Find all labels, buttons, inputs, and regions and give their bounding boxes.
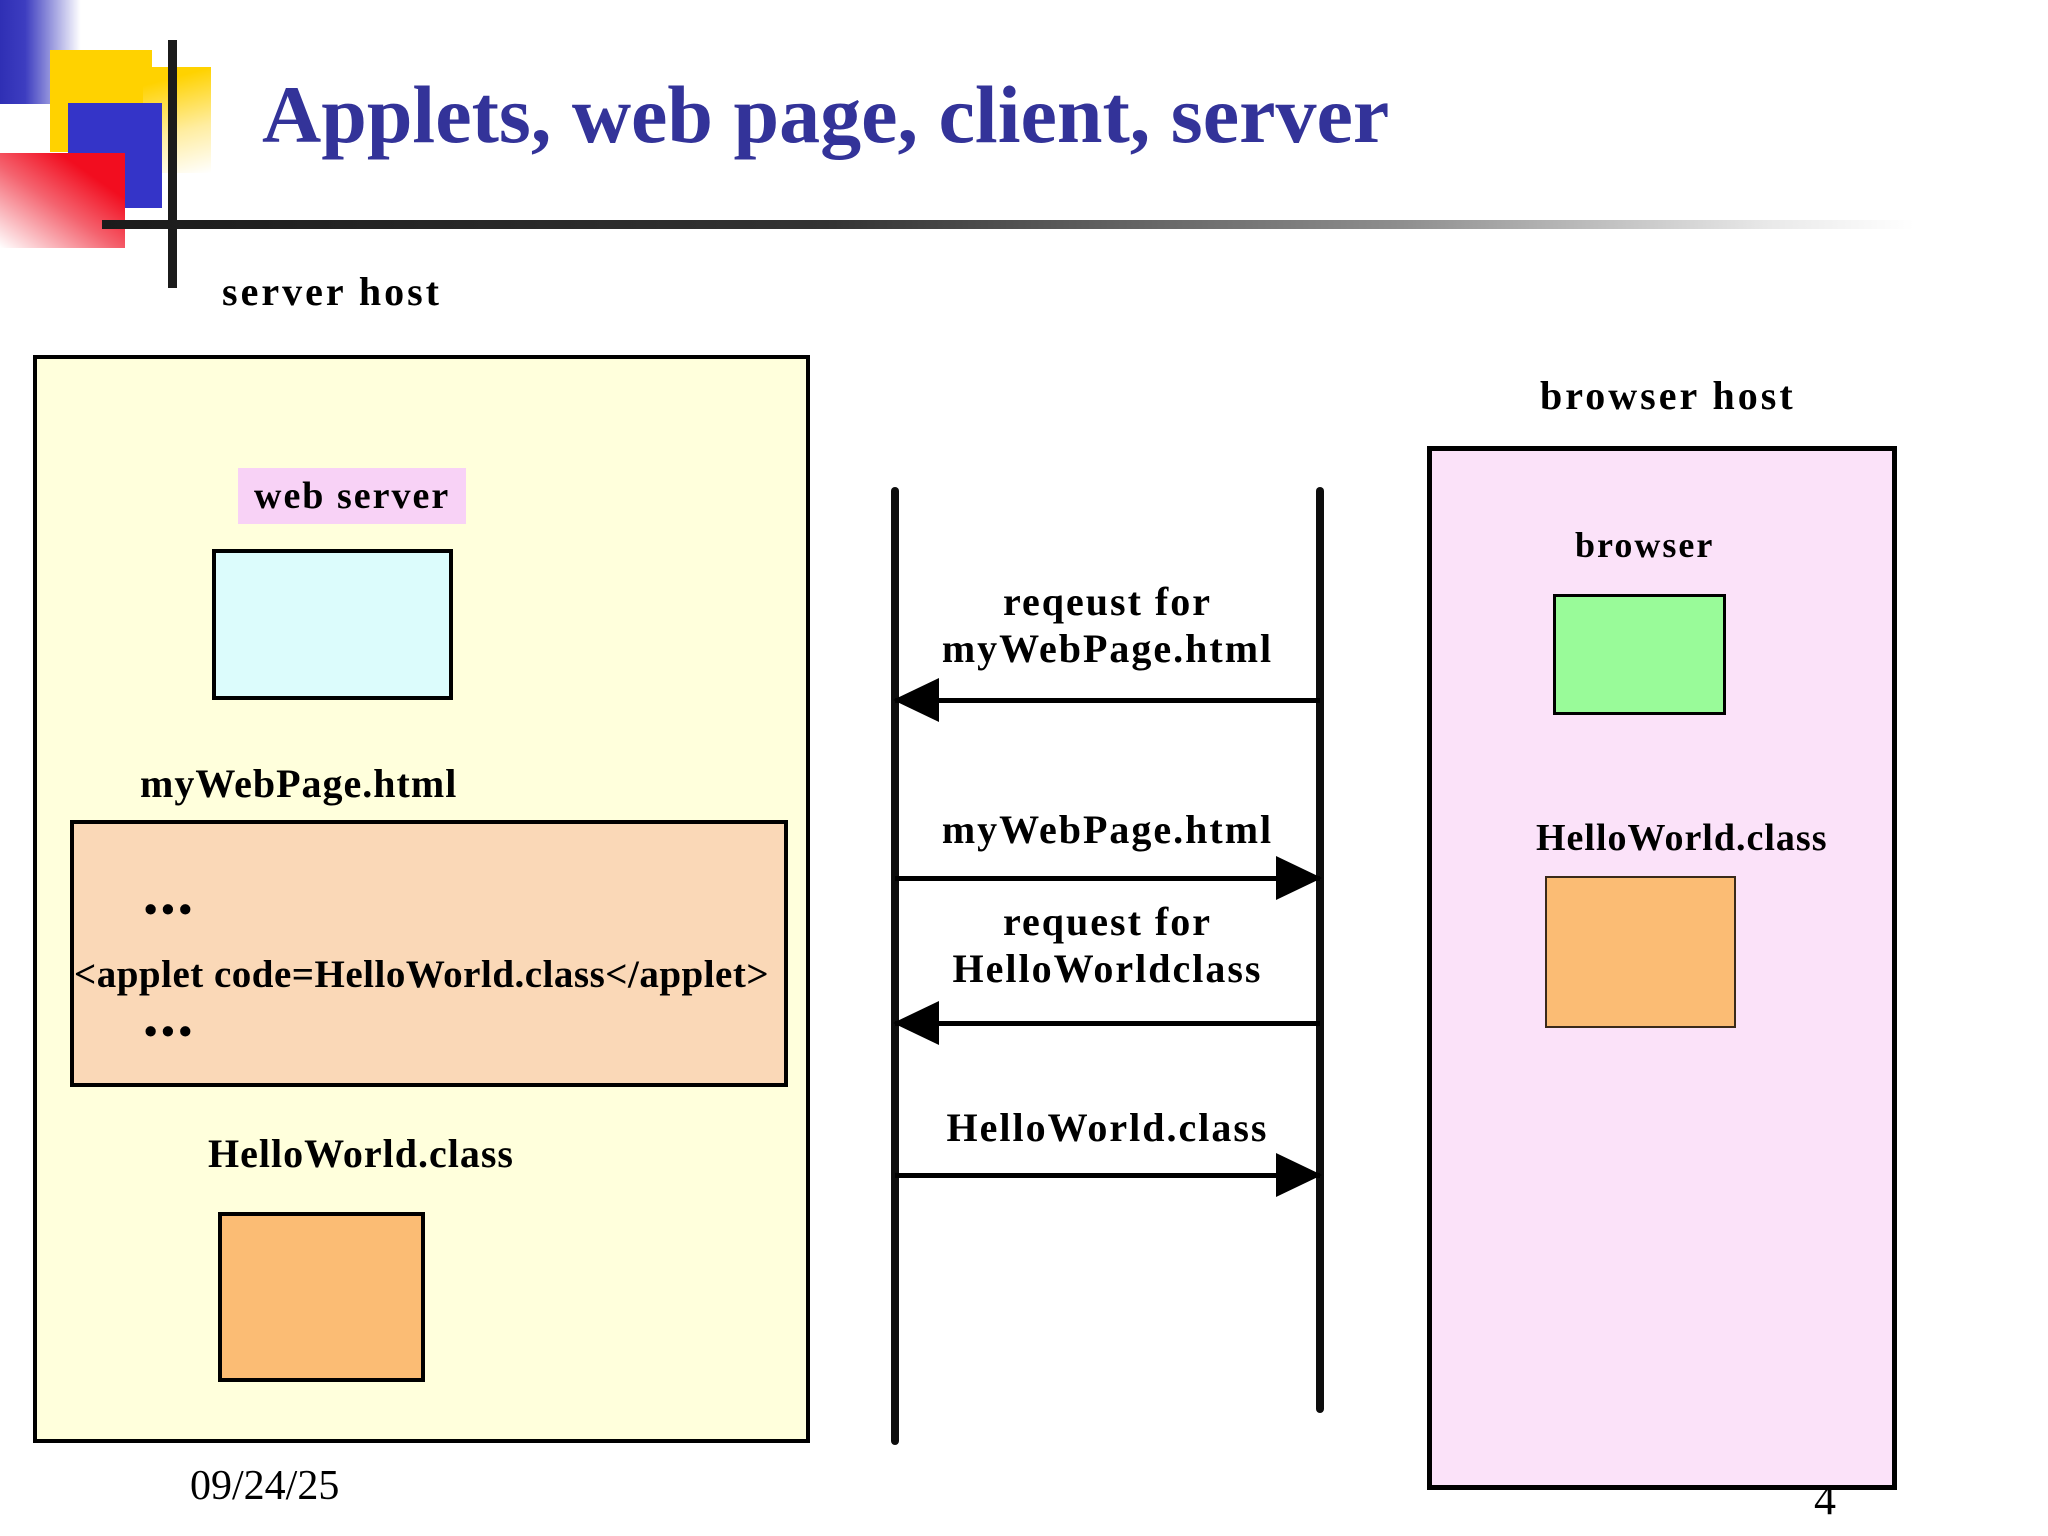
webpage-code-ellipsis-bottom: ••• (144, 1011, 196, 1053)
server-class-box (218, 1212, 425, 1382)
webpage-code-ellipsis-top: ••• (144, 889, 196, 931)
webpage-label: myWebPage.html (140, 761, 458, 806)
arrowhead-left-icon (893, 1001, 939, 1045)
arrow-shaft (895, 1021, 1320, 1026)
message-class-response-line1: HelloWorld.class (946, 1105, 1269, 1150)
message-request-page-line2: myWebPage.html (941, 626, 1274, 672)
arrowhead-left-icon (893, 678, 939, 722)
message-request-class-arrow (893, 1001, 1320, 1045)
message-class-response-arrow (895, 1153, 1322, 1197)
arrow-shaft (895, 876, 1320, 881)
browser-label: browser (1575, 525, 1715, 565)
message-request-page-label: reqeust for myWebPage.html (880, 578, 1335, 672)
message-request-class-line2: HelloWorldclass (952, 946, 1263, 992)
page-title: Applets, web page, client, server (262, 69, 1390, 160)
webpage-box (70, 820, 788, 1087)
message-request-page-arrow (893, 678, 1320, 722)
message-class-response-label: HelloWorld.class (880, 1104, 1335, 1151)
decoration-red-gradient-square (0, 153, 125, 248)
message-request-page-line1: reqeust for (1003, 579, 1212, 624)
message-request-class-label: request for HelloWorldclass (880, 898, 1335, 992)
message-page-response-line1: myWebPage.html (941, 807, 1274, 852)
date-label: 09/24/25 (190, 1463, 340, 1509)
message-page-response-label: myWebPage.html (880, 806, 1335, 853)
browser-class-box (1545, 876, 1736, 1028)
message-page-response-arrow (895, 856, 1322, 900)
arrow-shaft (895, 1173, 1320, 1178)
server-class-label: HelloWorld.class (208, 1131, 514, 1176)
title-underline (102, 220, 1914, 229)
server-host-label: server host (222, 269, 442, 314)
decoration-vertical-line (168, 40, 177, 288)
arrow-shaft (895, 698, 1320, 703)
web-server-label: web server (238, 468, 467, 524)
timeline-left-line (891, 487, 899, 1445)
browser-host-label: browser host (1540, 373, 1796, 418)
web-server-box (212, 549, 453, 700)
arrowhead-right-icon (1276, 856, 1322, 900)
webpage-applet-code: <applet code=HelloWorld.class</applet> (74, 953, 770, 996)
browser-class-label: HelloWorld.class (1536, 817, 1828, 859)
message-request-class-line1: request for (1003, 899, 1212, 944)
arrowhead-right-icon (1276, 1153, 1322, 1197)
timeline-right-line (1316, 487, 1324, 1413)
browser-box (1553, 594, 1726, 715)
